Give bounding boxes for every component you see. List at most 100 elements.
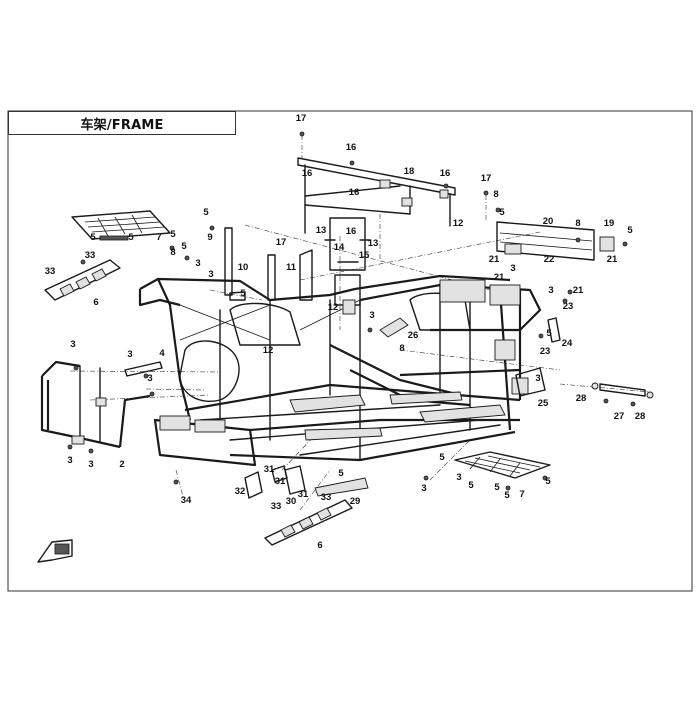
callout-c5f: 5 xyxy=(170,229,176,240)
callout-c33b: 33 xyxy=(45,266,56,277)
pillars-10-11-17 xyxy=(224,227,313,301)
callout-c5d: 5 xyxy=(90,232,96,243)
callout-c8c: 8 xyxy=(170,247,175,258)
callout-c12c: 12 xyxy=(263,345,274,356)
callout-c3d: 3 xyxy=(548,285,553,296)
callout-c12a: 12 xyxy=(453,218,464,229)
callout-c6b: 6 xyxy=(317,540,322,551)
callout-c5k: 5 xyxy=(468,480,474,491)
front-direction-arrow-icon xyxy=(37,539,73,563)
callout-c3k: 3 xyxy=(88,459,93,470)
callout-c3h: 3 xyxy=(147,373,152,384)
callout-c28b: 28 xyxy=(635,411,646,422)
bottom-guard-6 xyxy=(264,499,353,546)
bracket-29 xyxy=(314,477,369,497)
callout-c5j: 5 xyxy=(439,452,445,463)
callout-c3l: 3 xyxy=(456,472,461,483)
callout-c3e: 3 xyxy=(369,310,374,321)
callout-c28a: 28 xyxy=(576,393,587,404)
callout-c3c: 3 xyxy=(208,269,213,280)
callout-c5i: 5 xyxy=(546,328,552,339)
callout-c23b: 23 xyxy=(540,346,551,357)
callout-c3m: 3 xyxy=(421,483,426,494)
callout-c13b: 13 xyxy=(368,238,379,249)
callout-c23a: 23 xyxy=(563,301,574,312)
callout-c2: 2 xyxy=(119,459,124,470)
callout-c5a: 5 xyxy=(203,207,209,218)
fasteners xyxy=(67,131,636,491)
callout-c17b: 17 xyxy=(481,173,492,184)
callout-c29: 29 xyxy=(350,496,361,507)
callout-c3f: 3 xyxy=(70,339,75,350)
callout-c18: 18 xyxy=(404,166,415,177)
callout-c5h: 5 xyxy=(240,288,246,299)
callout-c26: 26 xyxy=(408,330,419,341)
callout-c34: 34 xyxy=(181,495,192,506)
callout-c10: 10 xyxy=(238,262,249,273)
callout-c31c: 31 xyxy=(298,489,309,500)
callout-c5b: 5 xyxy=(499,207,505,218)
callout-c5m: 5 xyxy=(545,476,551,487)
callout-c6a: 6 xyxy=(93,297,98,308)
callout-c3b: 3 xyxy=(510,263,515,274)
diagram-border xyxy=(7,110,693,592)
callout-c27: 27 xyxy=(614,411,625,422)
callout-c17a: 17 xyxy=(296,113,307,124)
callout-c33d: 33 xyxy=(271,501,282,512)
callout-c19: 19 xyxy=(604,218,615,229)
callout-c33c: 33 xyxy=(321,492,332,503)
callout-c5o: 5 xyxy=(504,490,510,501)
callout-c9: 9 xyxy=(207,232,212,243)
callout-c11: 11 xyxy=(286,262,297,273)
diagram-title: 车架/FRAME xyxy=(80,117,164,133)
callout-c7b: 7 xyxy=(519,489,524,500)
callout-c16c: 16 xyxy=(440,168,451,179)
center-tower-13-14-15 xyxy=(324,217,371,315)
callout-c31b: 31 xyxy=(275,476,286,487)
callout-c12b: 12 xyxy=(328,302,339,313)
callout-c3a: 3 xyxy=(195,258,200,269)
brackets-30-31-32 xyxy=(244,465,306,499)
upper-rack-assembly xyxy=(297,157,456,234)
diagram-title-box: 车架/FRAME xyxy=(8,111,236,135)
callout-c20: 20 xyxy=(543,216,554,227)
callout-c22: 22 xyxy=(544,254,555,265)
callout-c33a: 33 xyxy=(85,250,96,261)
callout-c17c: 17 xyxy=(276,237,287,248)
main-frame-chassis xyxy=(138,274,542,467)
callout-c30: 30 xyxy=(286,496,297,507)
front-left-footrest-7 xyxy=(71,210,171,241)
callout-c21a: 21 xyxy=(489,254,500,265)
callout-c15: 15 xyxy=(359,250,370,261)
callout-c13a: 13 xyxy=(316,225,327,236)
leader-lines xyxy=(69,135,651,511)
callout-c8b: 8 xyxy=(575,218,580,229)
callout-c21d: 21 xyxy=(573,285,584,296)
callout-c16d: 16 xyxy=(349,187,360,198)
callout-c8d: 8 xyxy=(399,343,404,354)
rear-tube-27 xyxy=(591,382,654,399)
bracket-4 xyxy=(124,361,163,377)
callout-c3i: 3 xyxy=(535,373,540,384)
callout-c16e: 16 xyxy=(346,226,357,237)
callout-c4a: 4 xyxy=(159,348,165,359)
front-left-guard-6 xyxy=(44,259,121,301)
callout-c16a: 16 xyxy=(346,142,357,153)
front-bumper-2 xyxy=(40,360,151,449)
callout-c5g: 5 xyxy=(181,241,187,252)
callout-c8a: 8 xyxy=(493,189,498,200)
rear-rack-20 xyxy=(496,221,615,261)
callout-c14: 14 xyxy=(334,242,345,253)
brackets-24-25-26 xyxy=(379,317,561,397)
callout-c16b: 16 xyxy=(302,168,313,179)
callout-c5c: 5 xyxy=(627,225,633,236)
right-footrest-7 xyxy=(454,451,551,479)
callout-c7a: 7 xyxy=(156,232,161,243)
callout-c25: 25 xyxy=(538,398,549,409)
callout-c21b: 21 xyxy=(607,254,618,265)
callout-c32: 32 xyxy=(235,486,246,497)
callout-c24: 24 xyxy=(562,338,573,349)
callout-c31a: 31 xyxy=(264,464,275,475)
